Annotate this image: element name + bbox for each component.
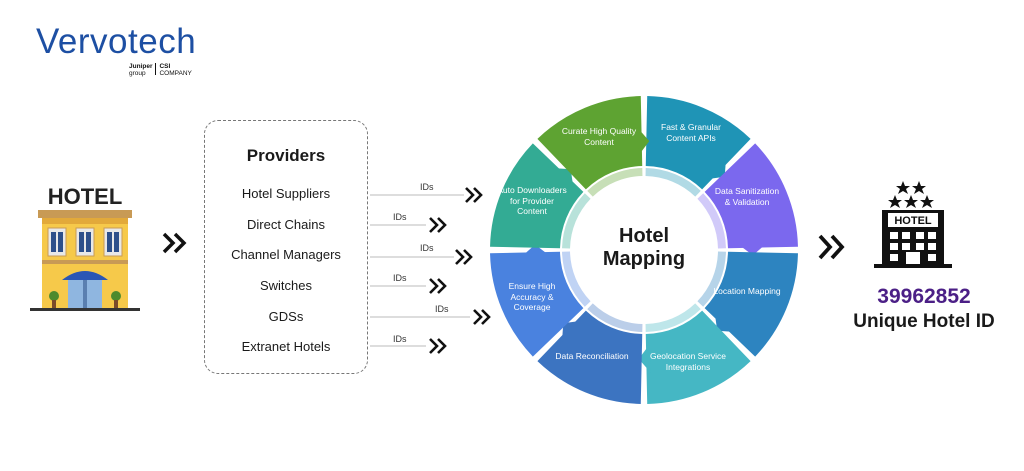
providers-box (204, 120, 368, 374)
csi-label: CSI (159, 63, 171, 70)
center-title-line2: Mapping (602, 248, 686, 270)
wheel-center (571, 177, 717, 323)
chevron-icon (465, 187, 483, 203)
provider-direct-chains: Direct Chains (246, 217, 326, 232)
vervotech-logo: Vervotech (36, 22, 197, 61)
wheel-inner-ring-4 (587, 303, 643, 332)
chevron-icon (455, 249, 473, 265)
output-sign-text: HOTEL (894, 215, 932, 227)
wheel-segment-arrow-7 (637, 127, 650, 156)
chevron-double-right-icon (162, 232, 187, 254)
provider-gdss: GDSs (268, 309, 304, 324)
wheel-inner-ring-1 (697, 193, 726, 249)
center-title-line1: Hotel (619, 225, 669, 247)
hotel-sign-text: HOTEL (48, 184, 123, 209)
provider-channel-managers: Channel Managers (231, 247, 341, 262)
wheel-inner-ring-6 (562, 193, 591, 249)
chevron-icon (429, 217, 447, 233)
company-label: COMPANY (159, 70, 192, 77)
ids-label-4: IDs (393, 273, 407, 283)
provider-hotel-suppliers: Hotel Suppliers (241, 186, 331, 201)
logo-subtitle: Juniper group CSI COMPANY (129, 63, 192, 77)
unique-hotel-id-number: 39962852 (877, 285, 971, 308)
unique-hotel-id-label: Unique Hotel ID (853, 311, 995, 332)
ids-label-1: IDs (420, 182, 434, 192)
hotel-mapping-wheel (490, 96, 798, 404)
wheel-inner-ring-7 (587, 168, 643, 197)
wheel-segment-arrow-5 (521, 244, 550, 257)
wheel-segment-1 (704, 143, 798, 249)
providers-title: Providers (246, 146, 326, 165)
segment-label-location: Location Mapping (713, 286, 781, 296)
segment-label-fast-apis: Fast & Granular Content APIs (661, 122, 721, 143)
segment-label-sanitization: Data Sanitization & Validation (714, 186, 780, 207)
ids-label-3: IDs (420, 243, 434, 253)
chevron-double-right-icon-output (818, 234, 845, 260)
ids-label-6: IDs (393, 334, 407, 344)
chevron-icon (473, 309, 491, 325)
hotel-building-icon: HOTEL (30, 184, 140, 311)
wheel-segment-3 (645, 310, 751, 404)
wheel-inner-ring-5 (562, 251, 591, 307)
group-label: group (129, 70, 146, 77)
wheel-segment-arrow-3 (638, 344, 651, 373)
wheel-segment-5 (490, 251, 584, 357)
wheel-segment-arrow-1 (738, 243, 767, 256)
hotel-output-icon: HOTEL (874, 181, 952, 268)
segment-label-reconciliation: Data Reconciliation (555, 351, 629, 361)
segment-label-curate: Curate High Quality Content (561, 126, 637, 147)
wheel-inner-ring-0 (645, 168, 701, 197)
provider-connectors (370, 187, 491, 354)
segment-label-geolocation: Geolocation Service Integrations (649, 351, 727, 372)
chevron-icon (429, 338, 447, 354)
chevron-icon (429, 278, 447, 294)
provider-switches: Switches (259, 278, 313, 293)
wheel-segment-7 (537, 96, 643, 190)
wheel-inner-ring-3 (645, 303, 701, 332)
segment-label-auto-downloaders: Auto Downloaders for Provider Content (497, 185, 567, 216)
juniper-label: Juniper (129, 63, 153, 70)
provider-extranet-hotels: Extranet Hotels (241, 339, 331, 354)
wheel-inner-ring-2 (697, 251, 726, 307)
wheel-center-title: Hotel Mapping (574, 225, 714, 271)
ids-label-2: IDs (393, 212, 407, 222)
ids-label-5: IDs (435, 304, 449, 314)
segment-label-accuracy: Ensure High Accuracy & Coverage (508, 281, 556, 312)
